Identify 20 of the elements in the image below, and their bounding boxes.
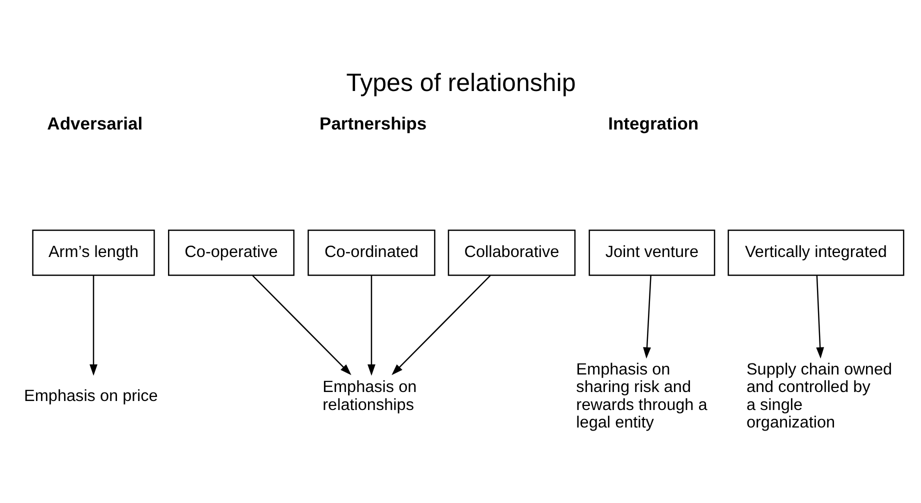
node-text: Emphasis on relationships [322,378,416,414]
arrow [367,276,375,376]
node-text: Emphasis on price [24,387,158,405]
node-box: Joint venture [588,230,715,276]
node-box: Collaborative [447,230,576,276]
node-box: Co-operative [168,230,294,276]
arrow [642,275,651,359]
node-box: Arm’s length [32,230,154,276]
diagram-title: Types of relationship [346,69,576,98]
node-box: Vertically integrated [727,230,904,276]
label: Partnerships [319,114,426,134]
arrow [391,275,490,376]
label: Integration [608,114,698,134]
node-box: Co-ordinated [307,230,435,276]
node-text: Supply chain owned and controlled by a single organization [746,360,892,432]
label: Adversarial [46,114,142,134]
node-text: Emphasis on sharing risk and rewards through a legal entity [576,360,707,432]
arrow [816,275,824,359]
arrow [89,276,97,376]
arrow [252,275,351,376]
